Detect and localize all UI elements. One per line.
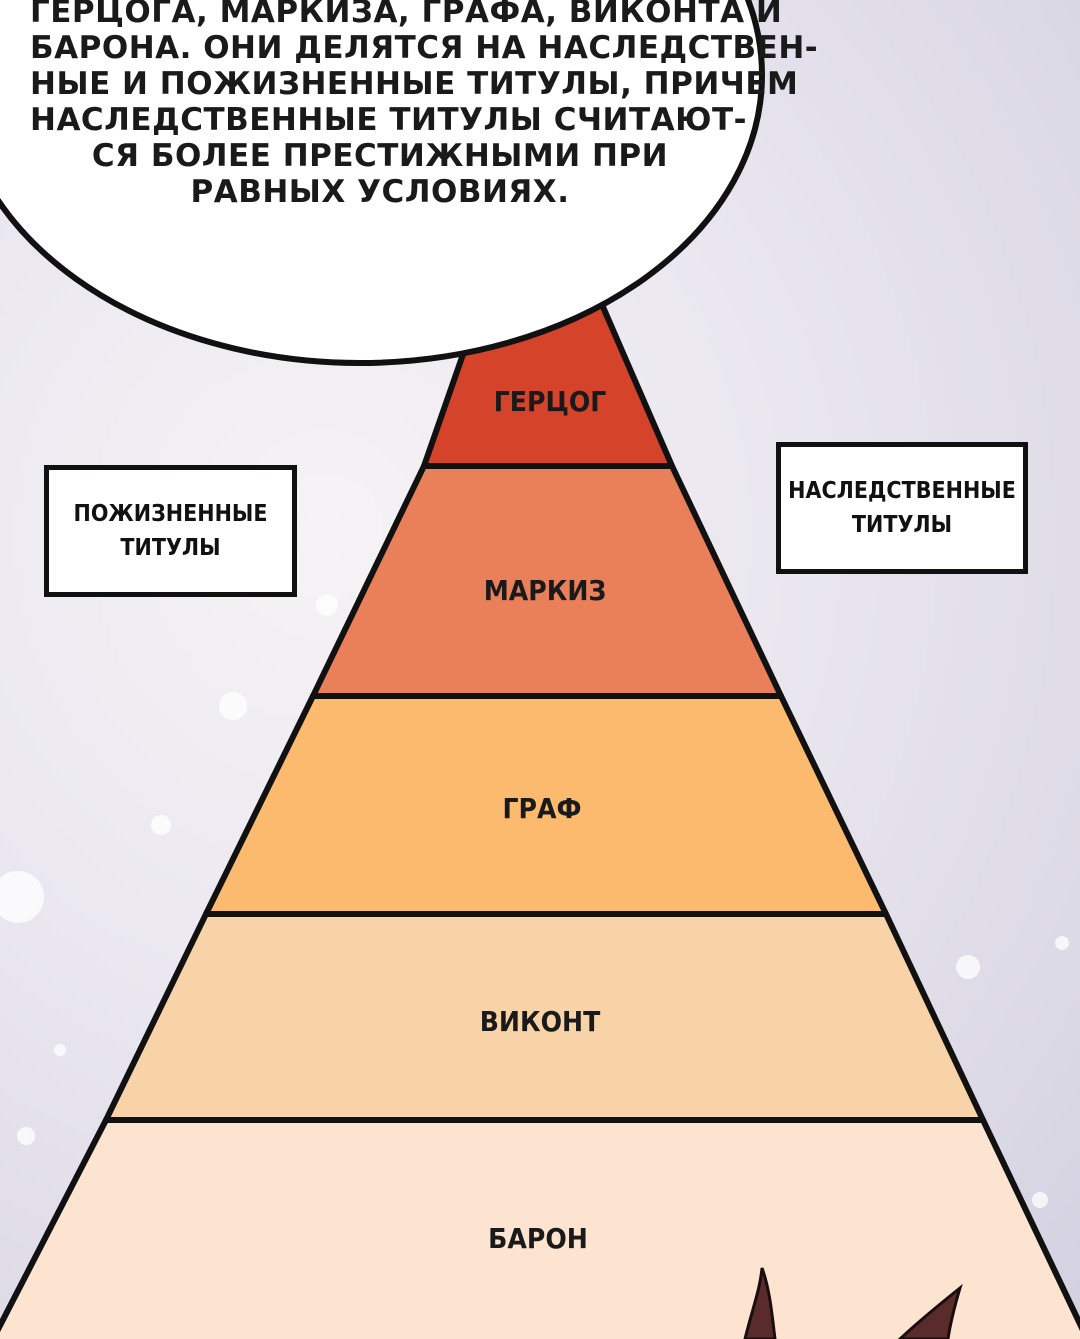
- speech-line: СЯ БОЛЕЕ ПРЕСТИЖНЫМИ ПРИ: [91, 138, 669, 174]
- speech-line: БАРОНА. ОНИ ДЕЛЯТСЯ НА НАСЛЕДСТВЕН-: [30, 30, 819, 66]
- lifetime-titles-line1: ПОЖИЗНЕННЫЕ: [73, 501, 268, 527]
- hereditary-titles-box: НАСЛЕДСТВЕННЫЕ ТИТУЛЫ: [776, 442, 1028, 574]
- tier-label-marquess: МАРКИЗ: [483, 574, 607, 607]
- lifetime-titles-box: ПОЖИЗНЕННЫЕ ТИТУЛЫ: [44, 465, 297, 597]
- hereditary-titles-line1: НАСЛЕДСТВЕННЫЕ: [788, 478, 1016, 504]
- bokeh-decoration: [0, 594, 1069, 1208]
- speech-bubble: [0, 0, 765, 366]
- tier-label-baron: БАРОН: [488, 1222, 588, 1255]
- tier-baron: [0, 1117, 1080, 1339]
- lifetime-titles-line2: ТИТУЛЫ: [120, 535, 221, 561]
- hereditary-titles-line2: ТИТУЛЫ: [851, 512, 953, 538]
- tier-label-earl: ГРАФ: [502, 792, 582, 825]
- speech-line: НАСЛЕДСТВЕННЫЕ ТИТУЛЫ СЧИТАЮТ-: [30, 102, 747, 138]
- tier-label-duke: ГЕРЦОГ: [493, 385, 607, 418]
- speech-bubble-text: ГЕРЦОГА, МАРКИЗА, ГРАФА, ВИКОНТА И БАРОН…: [30, 0, 819, 210]
- character-horns-decoration: [743, 1267, 963, 1339]
- speech-line: РАВНЫХ УСЛОВИЯХ.: [190, 174, 570, 210]
- pyramid-diagram: [0, 297, 1080, 1339]
- tier-label-viscount: ВИКОНТ: [479, 1005, 601, 1038]
- speech-line: ГЕРЦОГА, МАРКИЗА, ГРАФА, ВИКОНТА И: [30, 0, 783, 30]
- speech-line: НЫЕ И ПОЖИЗНЕННЫЕ ТИТУЛЫ, ПРИЧЕМ: [30, 66, 799, 102]
